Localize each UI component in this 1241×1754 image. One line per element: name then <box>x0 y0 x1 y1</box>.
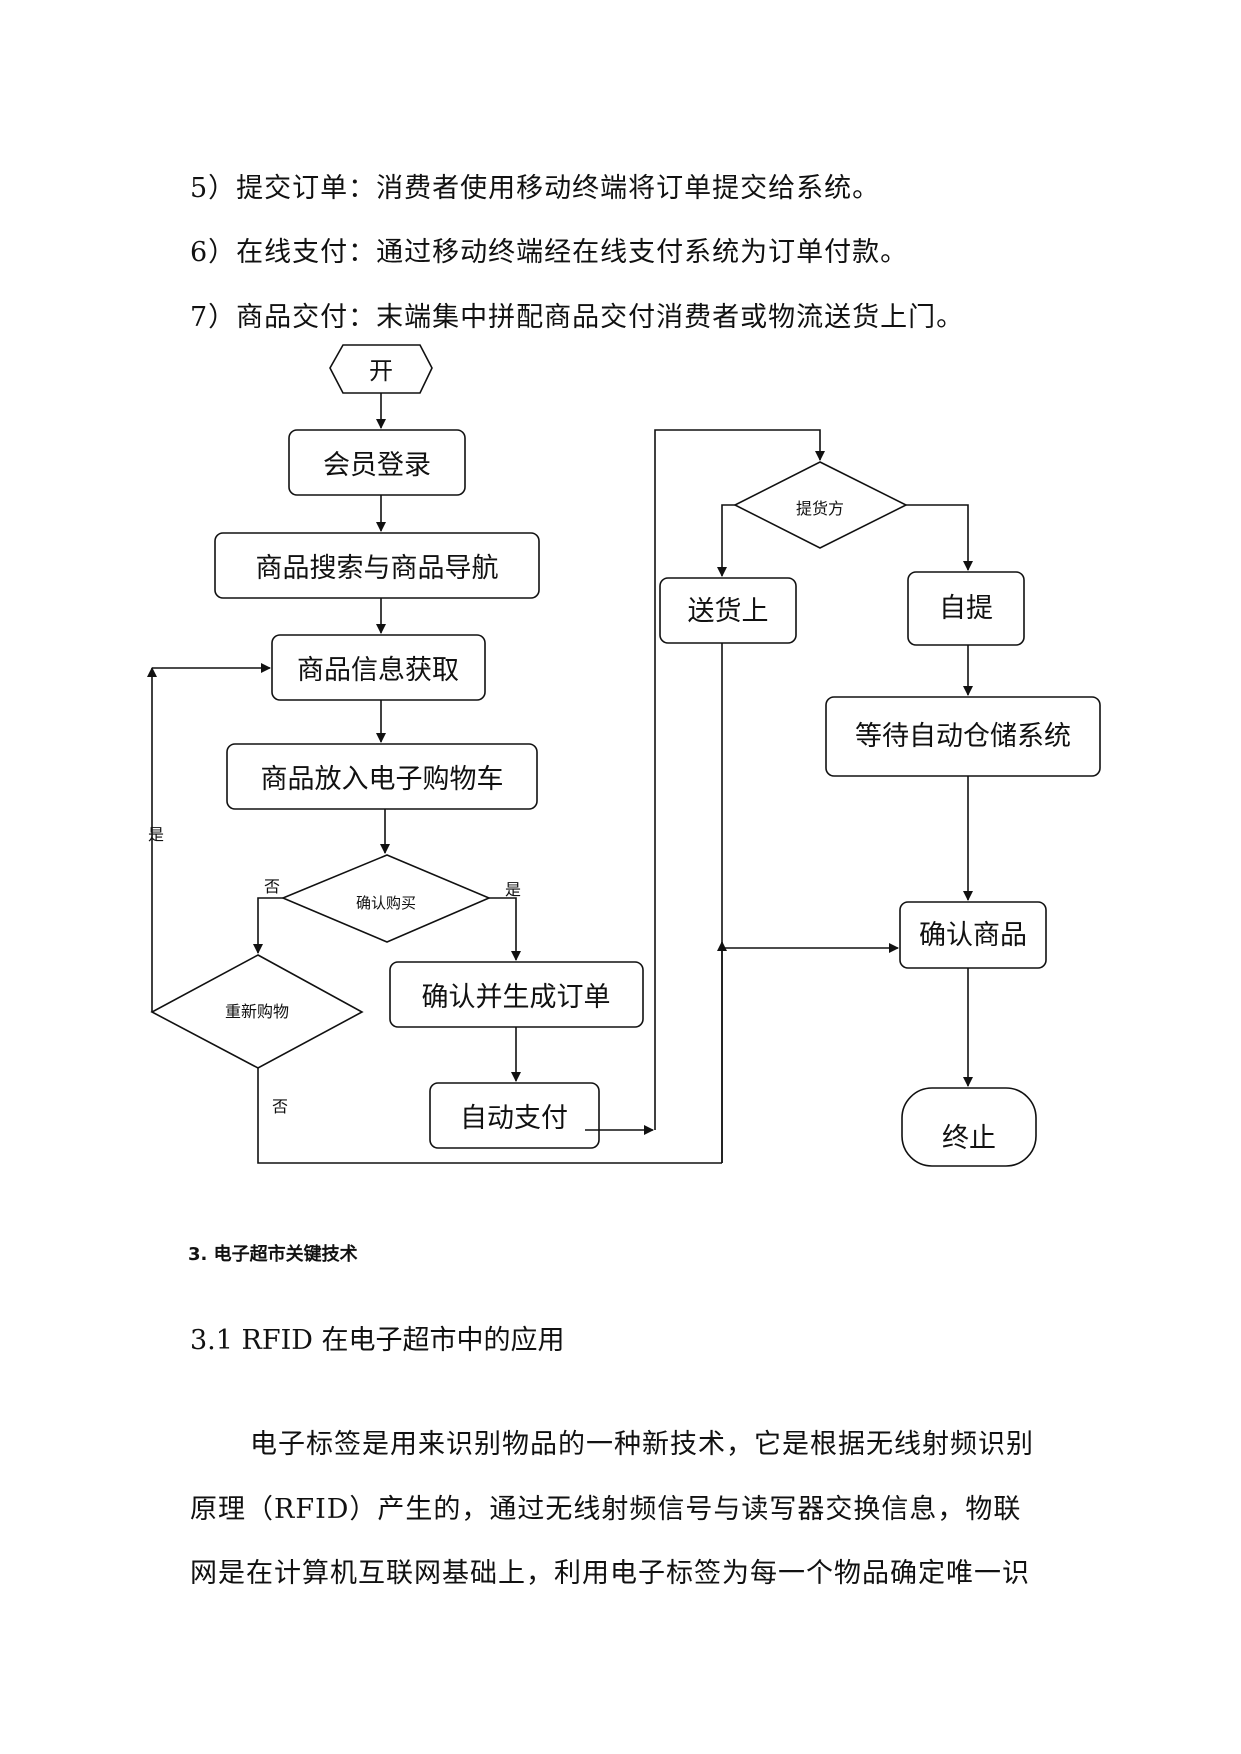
search-box <box>214 532 540 599</box>
paragraph-line: 电子标签是用来识别物品的一种新技术，它是根据无线射频识别 <box>250 1429 1034 1460</box>
line-reshop-no <box>257 1068 722 1164</box>
wait-storage-box <box>825 696 1101 777</box>
cart-box <box>226 743 538 810</box>
pickup-diamond <box>733 461 908 549</box>
self-pickup-label: 自提 <box>939 593 993 624</box>
arrow-buy-no <box>253 897 283 954</box>
flowchart: 开 会员登录 商品搜索与商品导航 商品信息获取 商品放入电子购物车 确认购买 重… <box>147 344 1101 1167</box>
info-box <box>271 634 486 701</box>
end-node <box>901 1087 1037 1167</box>
step-5: 5）提交订单：消费者使用移动终端将订单提交给系统。 <box>190 173 881 204</box>
deliver-label: 送货上 <box>688 596 769 627</box>
paragraph-line: 原理（RFID）产生的，通过无线射频信号与读写器交换信息，物联 <box>190 1494 1022 1525</box>
end-label: 终止 <box>942 1123 996 1154</box>
label-yes-buy: 是 <box>505 880 521 899</box>
step-7: 7）商品交付：末端集中拼配商品交付消费者或物流送货上门。 <box>190 302 965 333</box>
login-label: 会员登录 <box>323 450 431 481</box>
confirm-goods-box <box>899 901 1047 969</box>
cart-label: 商品放入电子购物车 <box>261 764 504 795</box>
paragraph-line: 网是在计算机互联网基础上，利用电子标签为每一个物品确定唯一识 <box>190 1558 1030 1589</box>
login-box <box>288 429 466 496</box>
wait-storage-label: 等待自动仓储系统 <box>855 721 1071 752</box>
info-label: 商品信息获取 <box>297 655 459 686</box>
label-yes-left: 是 <box>148 825 164 844</box>
arrow-pickup-self <box>906 504 973 571</box>
label-no-buy: 否 <box>264 877 280 896</box>
section-heading: 3. 电子超市关键技术 <box>188 1244 358 1265</box>
arrow-pay-up <box>654 429 825 1130</box>
arrow-buy-yes <box>489 897 521 961</box>
self-pickup-box <box>907 571 1025 646</box>
reshop-label: 重新购物 <box>225 1002 289 1021</box>
confirm-buy-diamond <box>280 854 492 943</box>
gen-order-label: 确认并生成订单 <box>422 982 611 1013</box>
start-node <box>329 344 433 394</box>
subsection-title: 3.1 RFID 在电子超市中的应用 <box>190 1325 565 1356</box>
deliver-box <box>659 577 797 644</box>
start-label: 开 <box>369 357 393 385</box>
arrow-pickup-deliver <box>717 504 735 577</box>
confirm-goods-label: 确认商品 <box>919 920 1027 951</box>
label-no-reshop: 否 <box>272 1097 288 1116</box>
autopay-box <box>429 1082 600 1149</box>
search-label: 商品搜索与商品导航 <box>256 553 499 584</box>
step-6: 6）在线支付：通过移动终端经在线支付系统为订单付款。 <box>190 237 909 268</box>
pickup-label: 提货方 <box>796 499 844 518</box>
autopay-label: 自动支付 <box>460 1103 568 1134</box>
confirm-buy-label: 确认购买 <box>356 894 416 912</box>
